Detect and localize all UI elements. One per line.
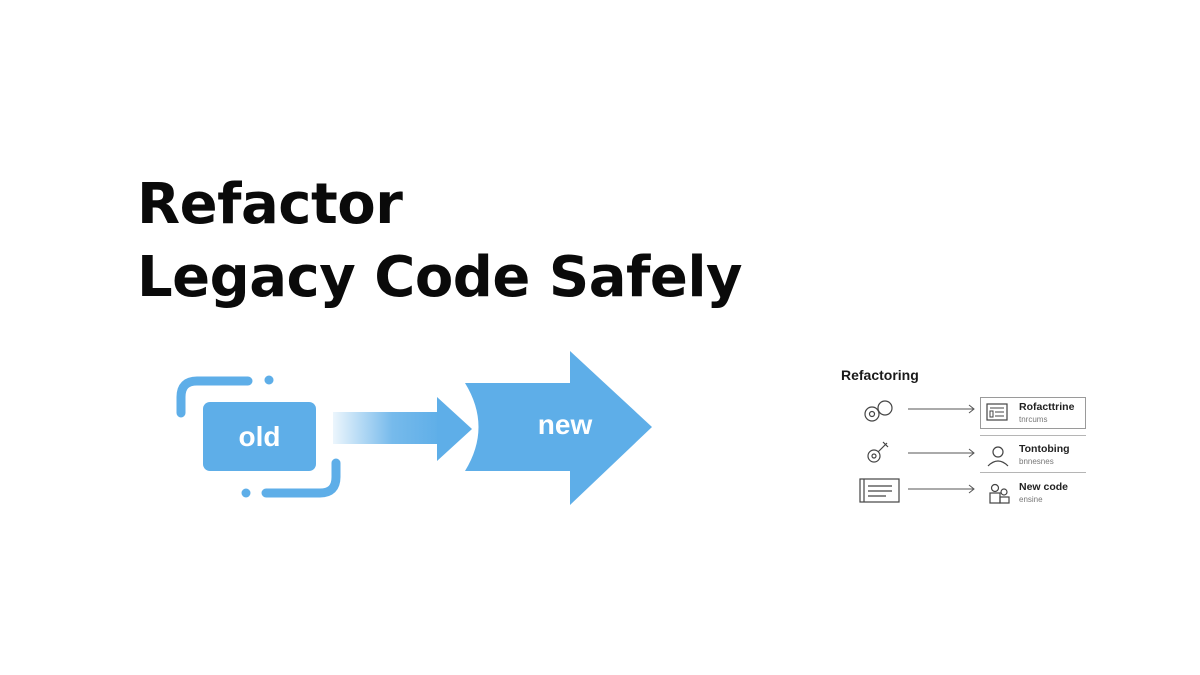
card-title: Rofacttrine — [1019, 401, 1075, 413]
transform-art — [176, 351, 652, 505]
diagram-row: New code ensine — [838, 475, 1098, 513]
refactoring-diagram: Refactoring Rofacttrine tnrcums — [838, 365, 1098, 515]
bracket-top-icon — [176, 376, 253, 418]
link-icon — [864, 400, 893, 422]
divider — [980, 472, 1086, 473]
bracket-bottom-icon — [261, 458, 341, 498]
brush-icon — [867, 441, 889, 463]
diagram-card: Tontobing bnnesnes — [980, 439, 1086, 471]
chevron-arrow-icon — [465, 351, 652, 505]
card-subtitle: tnrcums — [1019, 415, 1048, 424]
old-code-box: old — [203, 402, 316, 471]
new-label: new — [537, 409, 593, 440]
diagram-title: Refactoring — [841, 367, 919, 383]
divider — [980, 435, 1086, 436]
page-title: Refactor Legacy Code Safely — [137, 168, 743, 314]
arrow-right-icon — [908, 448, 975, 458]
code-window-icon — [859, 478, 900, 503]
diagram-row: Tontobing bnnesnes — [838, 437, 1098, 475]
title-line-1: Refactor — [137, 172, 403, 237]
card-subtitle: ensine — [1019, 495, 1043, 504]
arrow-shaft — [333, 412, 441, 444]
diagram-row: Rofacttrine tnrcums — [838, 395, 1098, 433]
old-label: old — [238, 420, 281, 452]
arrow-right-icon — [908, 404, 975, 414]
card-subtitle: bnnesnes — [1019, 457, 1054, 466]
person-icon — [987, 446, 1009, 467]
arrow-right-icon — [908, 484, 975, 494]
users-icon — [989, 483, 1010, 504]
bracket-dot-top — [264, 375, 274, 385]
diagram-card: New code ensine — [980, 477, 1086, 509]
card-title: Tontobing — [1019, 443, 1070, 455]
arrow-right-icon — [437, 397, 472, 461]
title-line-2: Legacy Code Safely — [137, 245, 743, 310]
old-to-new-graphic: old new — [170, 345, 660, 515]
bracket-dot-bottom — [241, 488, 251, 498]
card-title: New code — [1019, 481, 1069, 493]
document-icon — [986, 403, 1008, 421]
diagram-card: Rofacttrine tnrcums — [980, 397, 1086, 429]
